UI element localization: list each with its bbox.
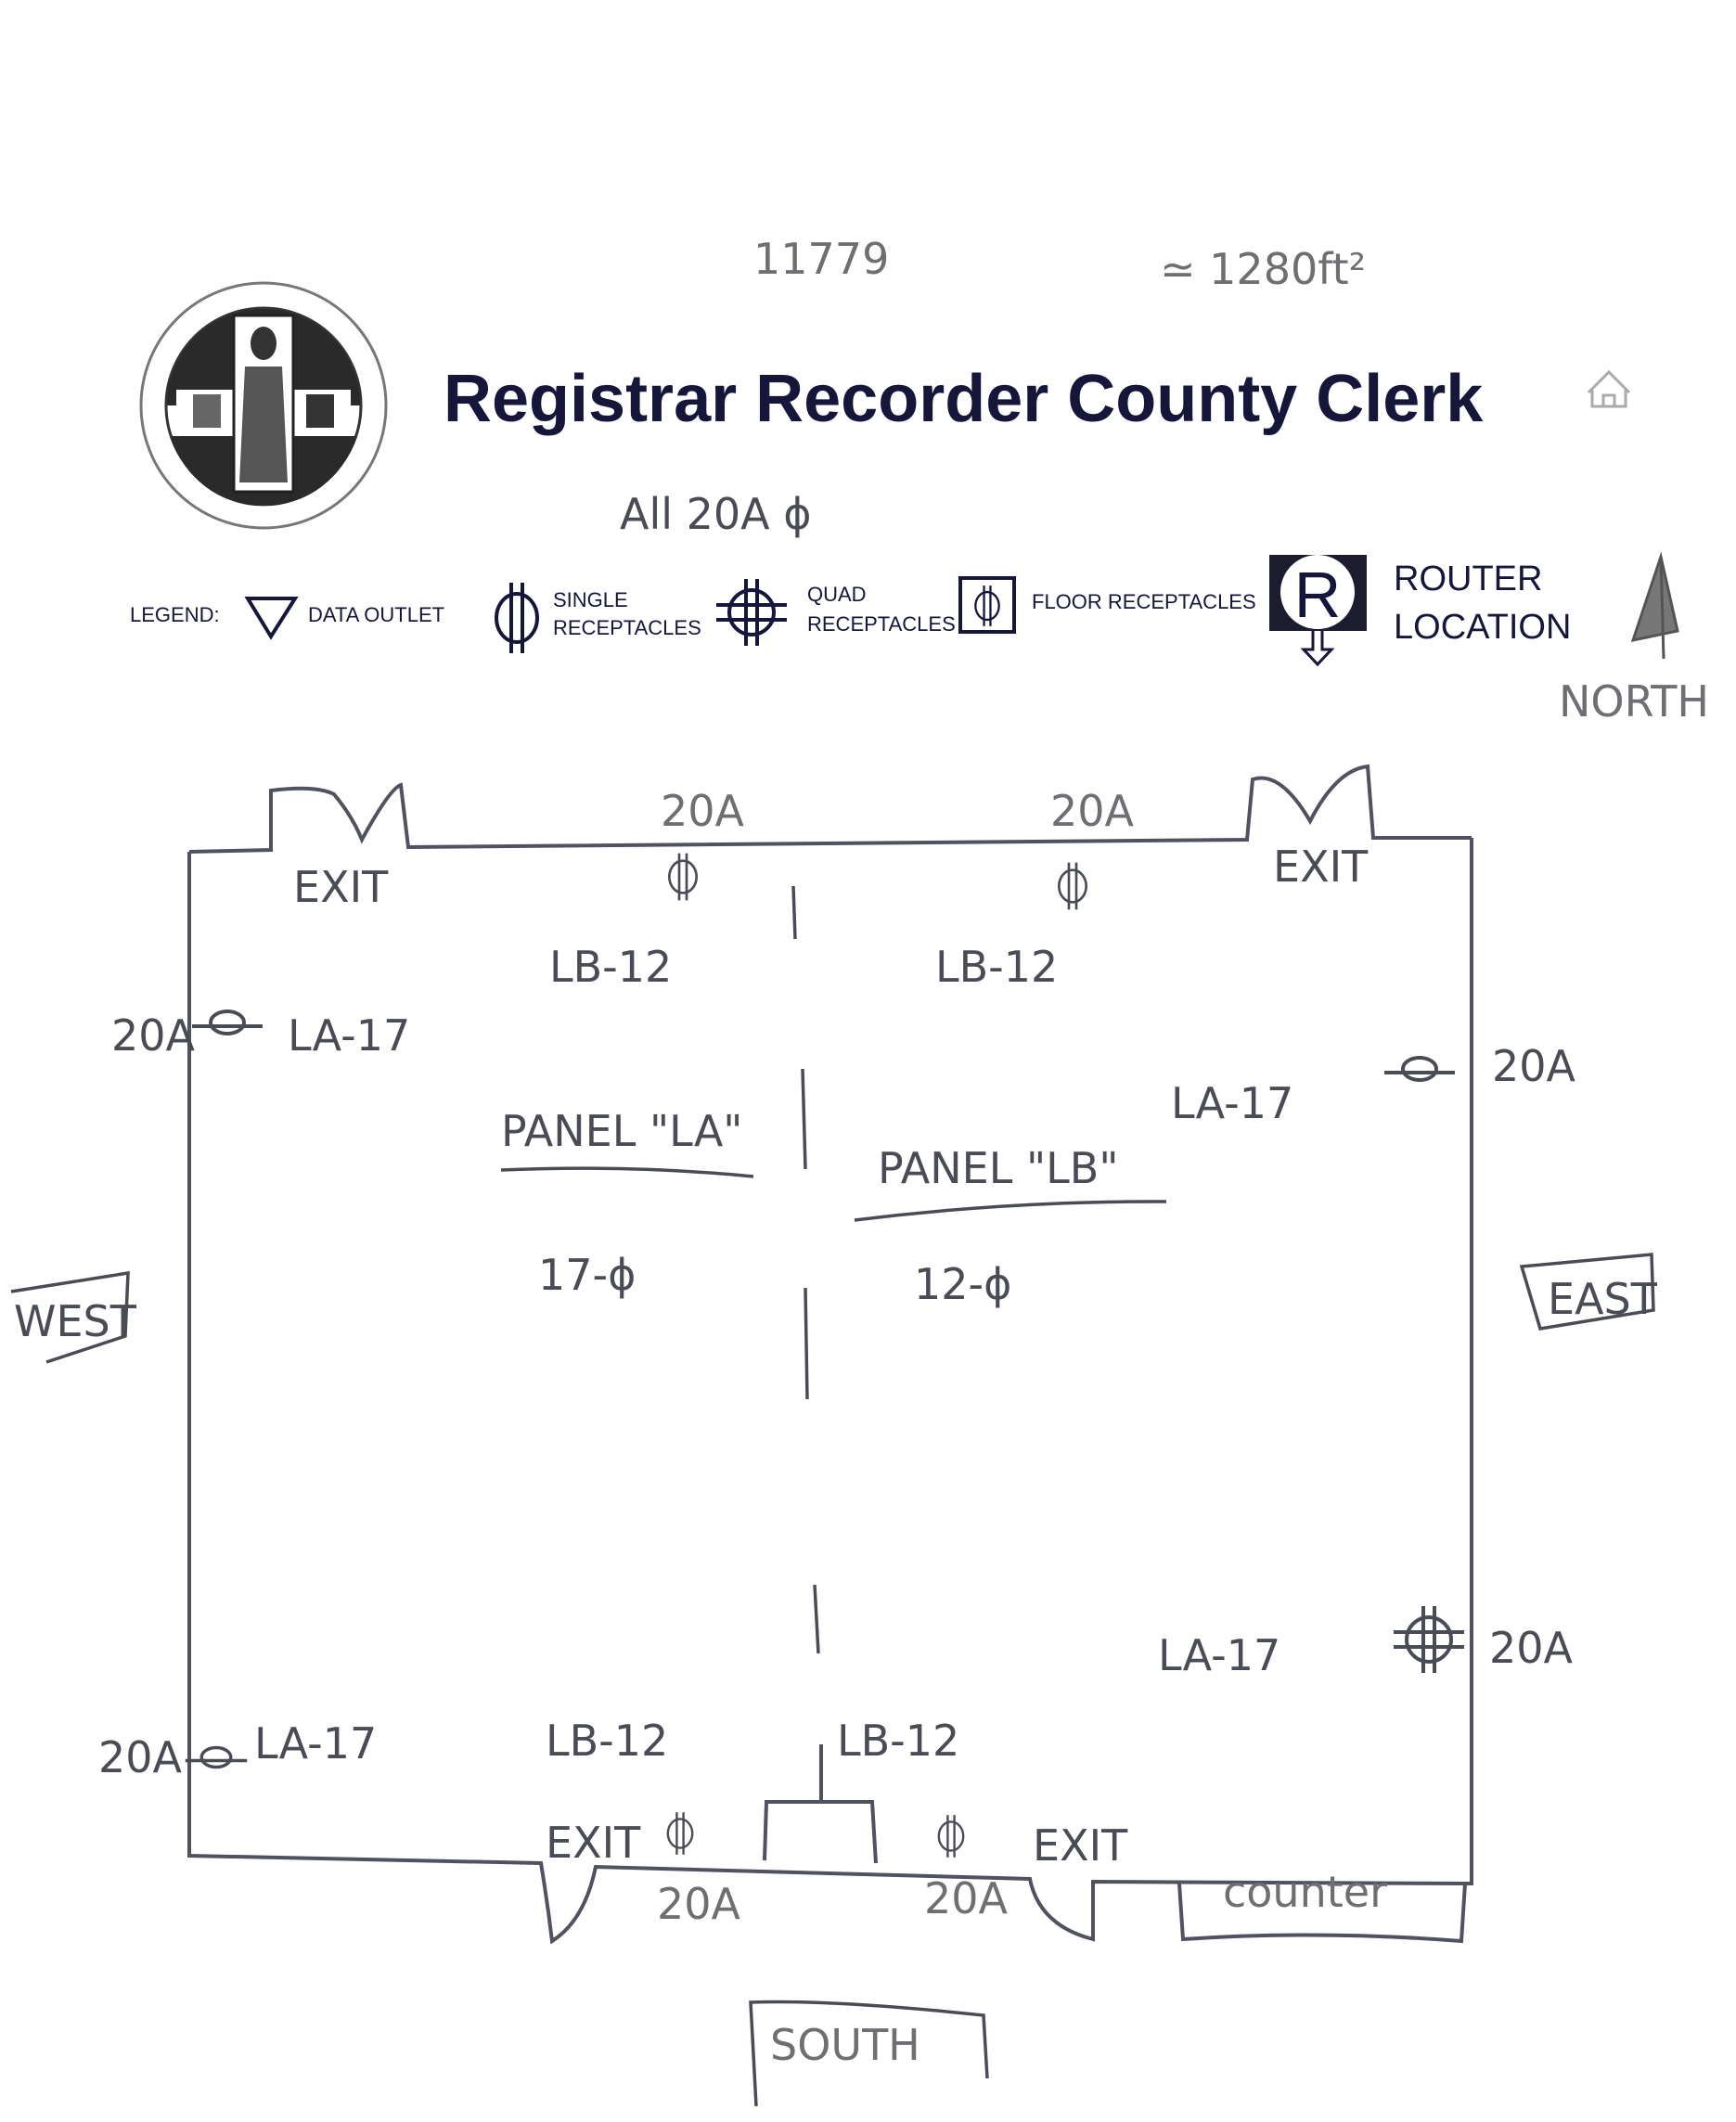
single-receptacle-icon: [937, 1813, 965, 1859]
quad-receptacle-icon: [714, 577, 789, 648]
east-marker: EAST: [1519, 1253, 1658, 1331]
site-number: 11779: [753, 234, 889, 284]
north-label: NORTH: [1559, 676, 1709, 727]
circuit-label: LB-12: [837, 1716, 959, 1766]
page-title: Registrar Recorder County Clerk: [444, 362, 1484, 436]
single-receptacle-icon: [666, 1810, 694, 1857]
panel-la-spec: 17-ɸ: [538, 1250, 636, 1300]
exit-label: EXIT: [546, 1818, 641, 1868]
exit-label: EXIT: [293, 862, 389, 912]
panel-lb-label: PANEL "LB": [878, 1143, 1119, 1193]
quad-receptacle-icon: [1392, 1604, 1466, 1675]
wall-receptacle-icon: [190, 1010, 264, 1035]
north-arrow-icon: [1630, 551, 1679, 660]
router-location-icon: R: [1269, 555, 1367, 667]
single-receptacle-icon: [1057, 861, 1088, 911]
south-marker: SOUTH: [749, 2000, 989, 2107]
svg-text:WEST: WEST: [14, 1296, 137, 1346]
area-label: ≃ 1280ft²: [1160, 244, 1366, 294]
single-receptacle-icon: [495, 581, 539, 655]
svg-text:SOUTH: SOUTH: [770, 2020, 920, 2070]
county-seal-logo: [139, 281, 388, 530]
wall-receptacle-icon: [184, 1745, 249, 1769]
amps-label: 20A: [1489, 1623, 1574, 1673]
data-outlet-icon: [244, 597, 299, 640]
amps-label: 20A: [1492, 1041, 1576, 1091]
panel-la-label: PANEL "LA": [501, 1106, 742, 1156]
amps-label: 20A: [924, 1873, 1009, 1923]
circuit-label: LB-12: [546, 1716, 668, 1766]
circuit-label: LA-17: [1171, 1078, 1293, 1128]
amps-label: 20A: [661, 786, 745, 836]
legend-quad-1: QUAD: [807, 583, 867, 606]
panel-lb-spec: 12-ɸ: [914, 1259, 1011, 1309]
legend-data-outlet: DATA OUTLET: [308, 603, 444, 626]
legend-single-1: SINGLE: [553, 588, 628, 611]
legend-label: LEGEND:: [130, 603, 220, 626]
circuit-label: LA-17: [288, 1010, 410, 1061]
room-walls: [187, 764, 1473, 1945]
legend-single-2: RECEPTACLES: [553, 616, 701, 639]
circuit-label: LA-17: [254, 1718, 377, 1768]
receptacle-note: All 20A ɸ: [620, 489, 812, 539]
legend-quad-2: RECEPTACLES: [807, 612, 956, 636]
legend: LEGEND: DATA OUTLET SINGLE RECEPTACLES Q…: [130, 551, 1709, 727]
amps-label: 20A: [98, 1732, 183, 1782]
svg-text:EAST: EAST: [1548, 1274, 1658, 1324]
amps-label: 20A: [111, 1010, 196, 1061]
circuit-label: LB-12: [935, 942, 1058, 992]
svg-text:R: R: [1294, 559, 1342, 631]
exit-label: EXIT: [1273, 842, 1369, 892]
circuit-label: LB-12: [549, 942, 672, 992]
amps-label: 20A: [657, 1879, 741, 1929]
amps-label: 20A: [1050, 786, 1135, 836]
legend-router-2: LOCATION: [1394, 608, 1571, 647]
counter-label: counter: [1223, 1867, 1387, 1917]
exit-label: EXIT: [1033, 1820, 1128, 1871]
circuit-label: LA-17: [1158, 1630, 1280, 1680]
single-receptacle-icon: [667, 852, 699, 902]
floor-receptacle-icon: [958, 576, 1016, 634]
wall-receptacle-icon: [1384, 1058, 1455, 1080]
home-icon[interactable]: [1587, 369, 1631, 408]
legend-floor: FLOOR RECEPTACLES: [1032, 590, 1256, 613]
west-marker: WEST: [10, 1270, 137, 1364]
legend-router-1: ROUTER: [1394, 559, 1542, 598]
